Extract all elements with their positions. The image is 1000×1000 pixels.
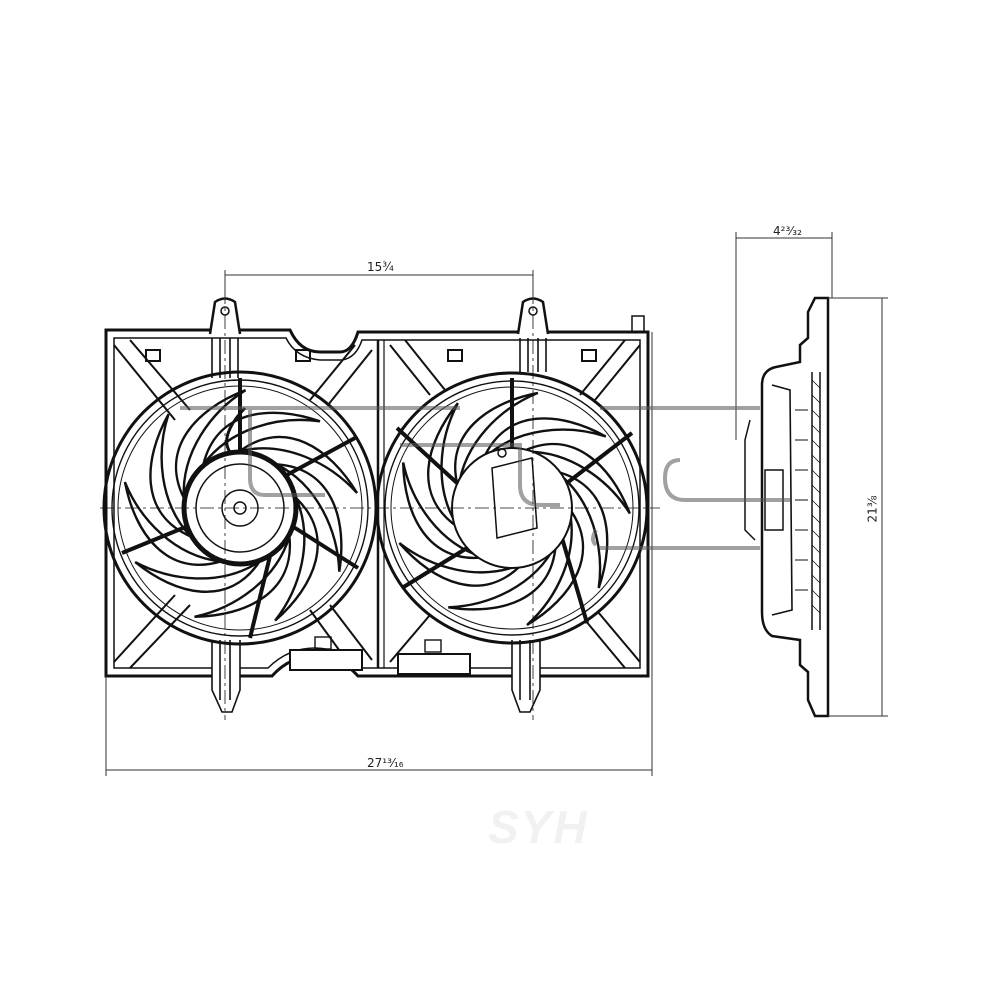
watermark-logo: SYH	[488, 801, 589, 853]
connector-left	[289, 649, 363, 671]
left-fan	[102, 370, 378, 647]
dim-top-span: 15¾	[366, 260, 395, 274]
side-frame	[760, 296, 830, 718]
dim-overall-height: 21⅜	[865, 494, 880, 524]
side-view	[744, 296, 830, 718]
connector-right	[397, 653, 471, 675]
dim-side-depth: 4²³⁄₃₂	[772, 224, 803, 238]
dim-overall-width: 27¹³⁄₁₆	[366, 756, 405, 770]
front-view	[100, 290, 660, 720]
tyc-logo-overlay	[180, 406, 790, 550]
